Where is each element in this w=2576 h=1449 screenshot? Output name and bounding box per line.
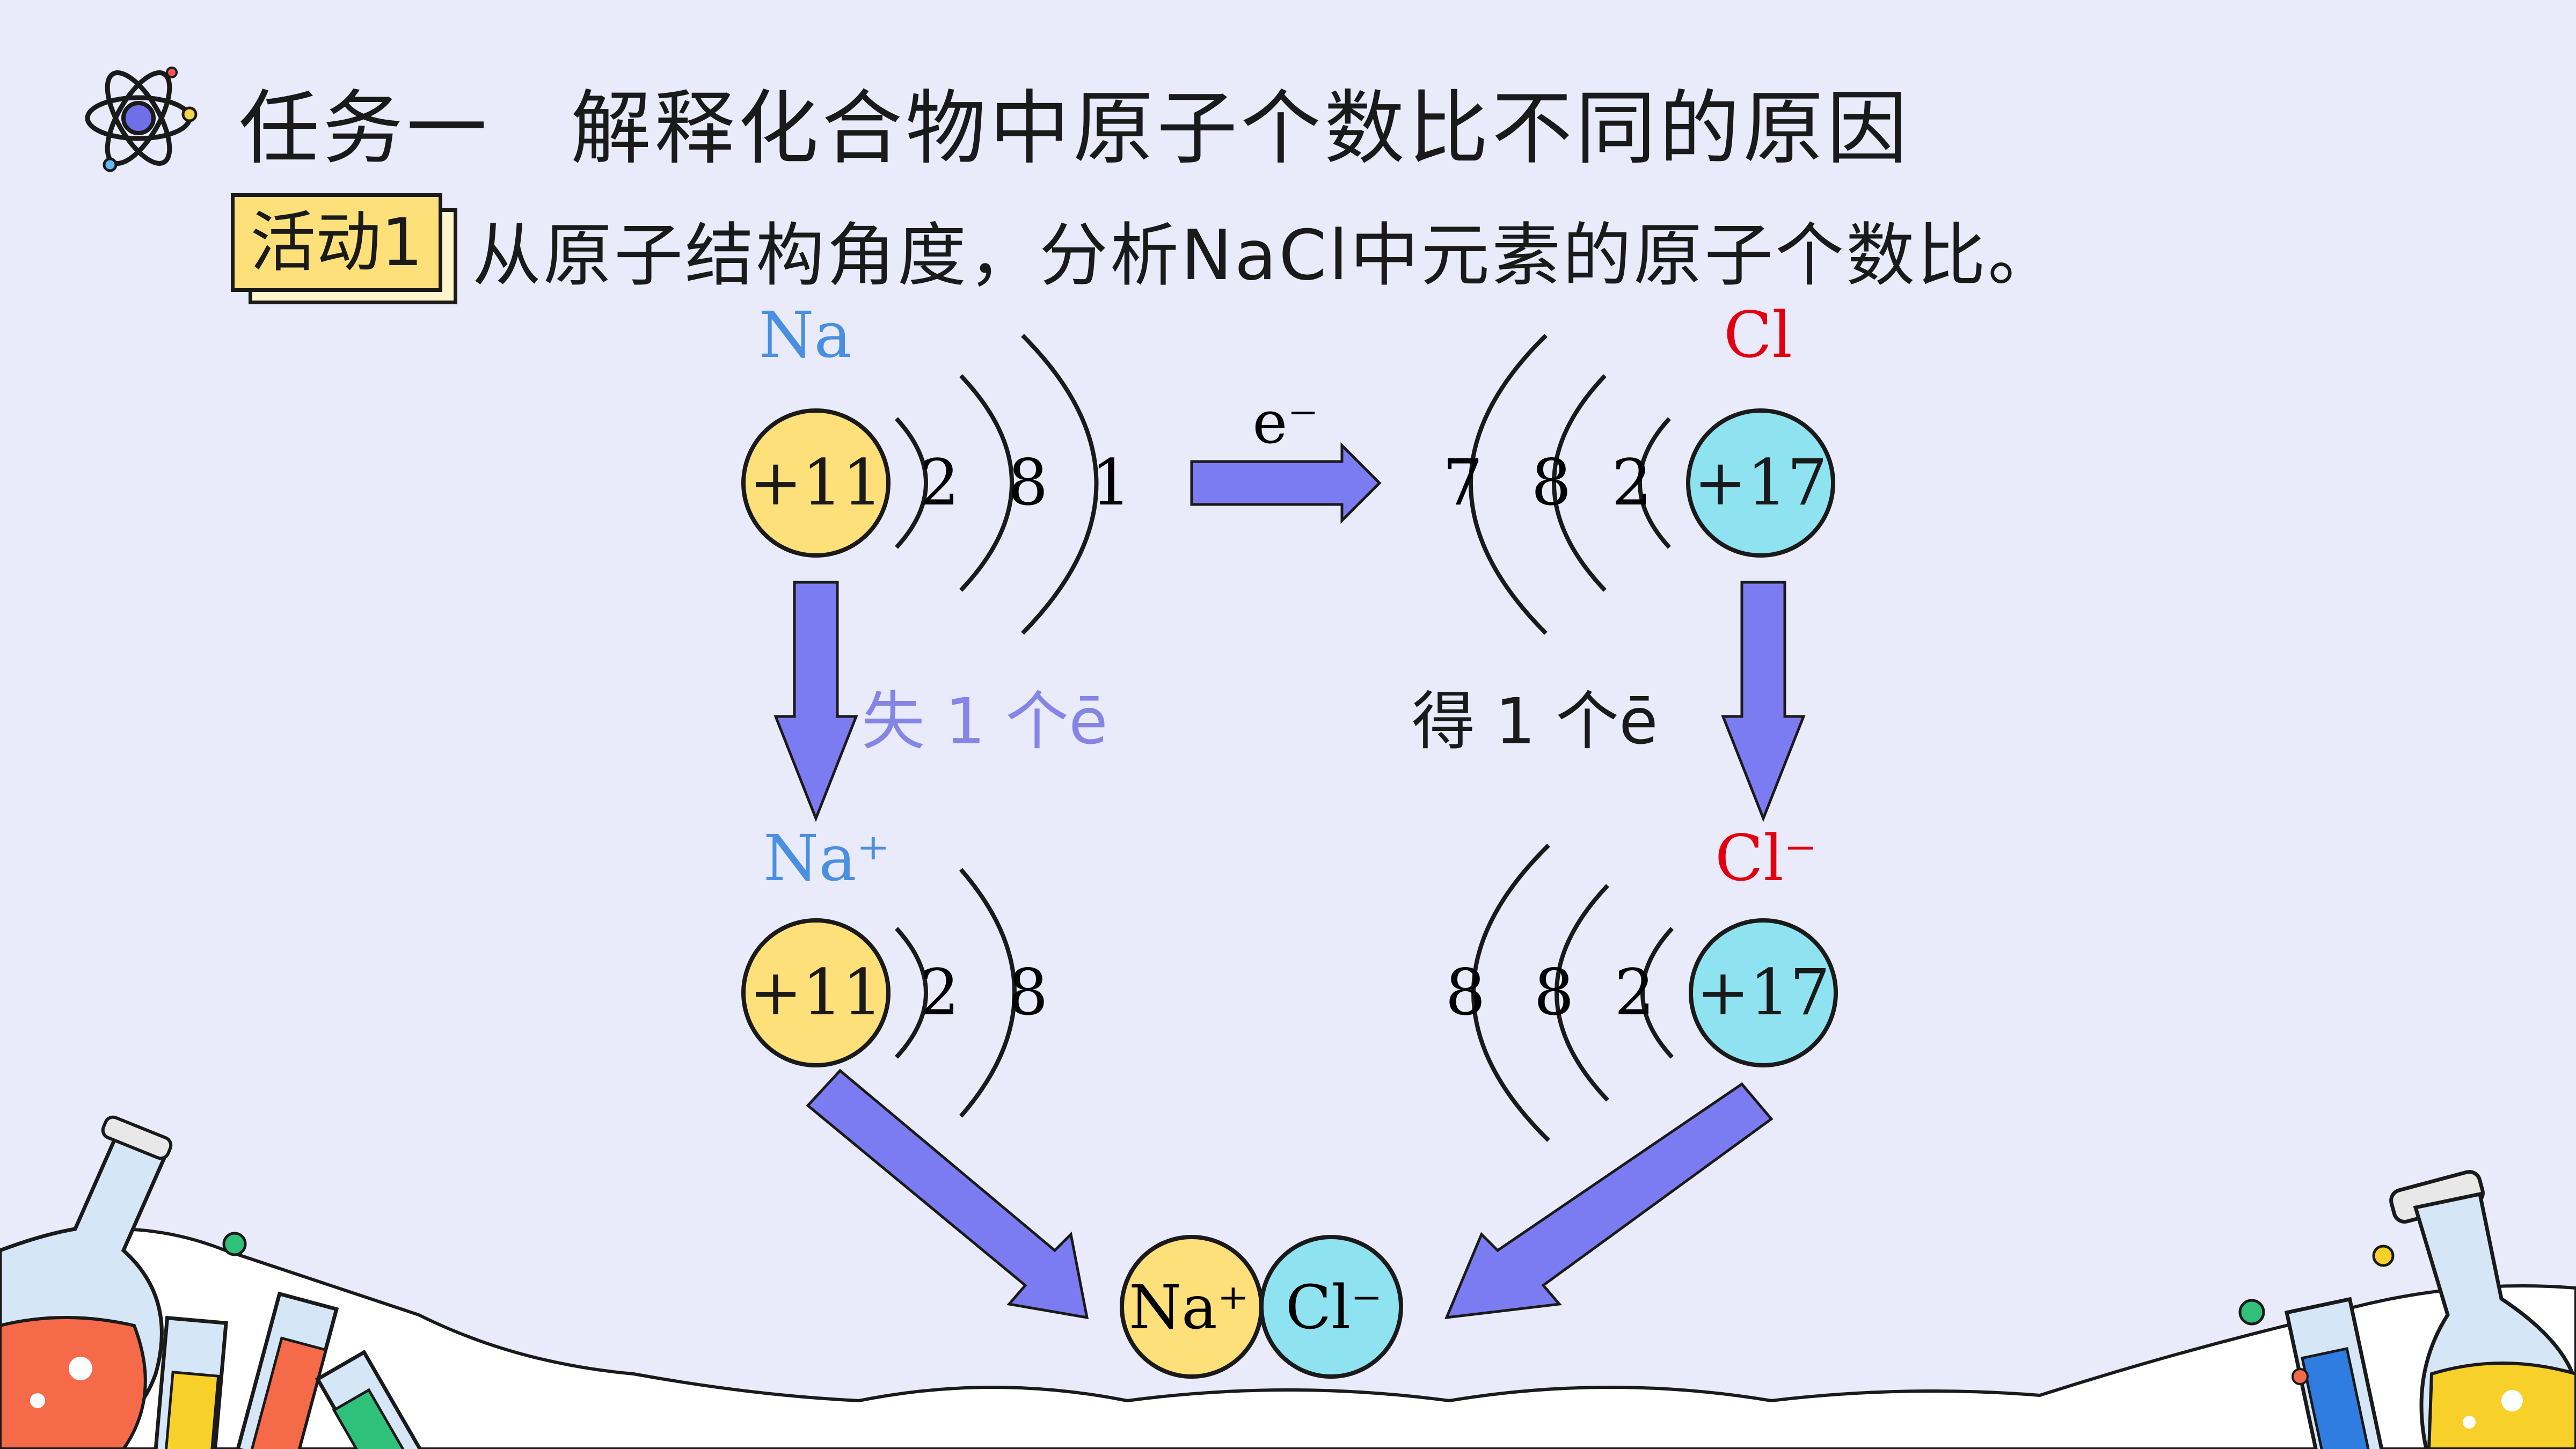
na-shells — [895, 334, 1099, 635]
cl-ion-nucleus-charge: +17 — [1696, 955, 1830, 1029]
activity-text: 从原子结构角度，分析NaCl中元素的原子个数比。 — [472, 216, 2059, 296]
na-ion-nucleus — [741, 918, 891, 1067]
cl-nucleus — [1686, 408, 1835, 558]
na-ion-label: Na⁺ — [763, 821, 890, 895]
cl-to-product-arrow — [1444, 1082, 1774, 1319]
na-ion-shell-1: 2 — [919, 955, 959, 1029]
cl-ion-shell-middle: 8 — [1534, 955, 1574, 1029]
bubble-green-icon — [222, 1232, 247, 1256]
cloud-strip — [0, 1227, 2576, 1449]
bubble-yellow-icon — [2372, 1245, 2395, 1267]
na-nucleus — [741, 408, 891, 558]
cl-shells — [1469, 334, 1671, 635]
electron-transfer-label: e⁻ — [1252, 388, 1318, 457]
product-na-label: Na⁺ — [1129, 1273, 1249, 1343]
na-label: Na — [758, 298, 852, 372]
cl-ion-shells — [1471, 844, 1674, 1142]
product-cl-label: Cl⁻ — [1286, 1273, 1383, 1343]
test-tube-green-icon — [315, 1349, 426, 1449]
cl-shell-middle: 8 — [1531, 445, 1571, 519]
cl-nucleus-charge: +17 — [1694, 445, 1827, 519]
task-title: 解释化合物中原子个数比不同的原因 — [571, 82, 1911, 175]
cl-label: Cl — [1724, 298, 1792, 372]
test-tube-yellow-icon — [153, 1315, 228, 1449]
activity-badge: 活动1 — [231, 193, 442, 292]
na-shell-3: 1 — [1091, 445, 1131, 519]
product-cl-ion — [1259, 1235, 1403, 1379]
cl-ion-shell-inner: 2 — [1614, 955, 1654, 1029]
na-shell-2: 8 — [1008, 445, 1048, 519]
atom-icon — [85, 67, 198, 172]
flask-icon — [0, 1115, 173, 1449]
bubble-red-icon — [2292, 1368, 2309, 1385]
cl-ion-label: Cl⁻ — [1715, 821, 1817, 895]
cl-shell-inner: 2 — [1611, 445, 1652, 519]
test-tube-orange-icon — [235, 1291, 339, 1449]
electron-transfer-arrow — [1190, 442, 1382, 524]
na-nucleus-charge: +11 — [749, 445, 882, 519]
lose-electron-text: 失 1 个ē — [862, 684, 1108, 758]
gain-electron-text: 得 1 个ē — [1412, 684, 1658, 758]
cl-ion-shell-outer: 8 — [1445, 955, 1485, 1029]
right-test-tube-icon — [2284, 1297, 2386, 1449]
cl-shell-outer: 7 — [1442, 445, 1483, 519]
task-label: 任务一 — [239, 82, 491, 175]
na-shell-1: 2 — [919, 445, 959, 519]
na-to-product-arrow — [806, 1069, 1089, 1320]
na-ion-shell-2: 8 — [1008, 955, 1048, 1029]
page-title: 任务一解释化合物中原子个数比不同的原因 — [239, 63, 1910, 180]
cl-ion-nucleus — [1689, 918, 1838, 1067]
na-ion-shells — [895, 868, 1017, 1118]
na-ion-nucleus-charge: +11 — [749, 955, 882, 1029]
bubble-green-right-icon — [2238, 1299, 2265, 1326]
